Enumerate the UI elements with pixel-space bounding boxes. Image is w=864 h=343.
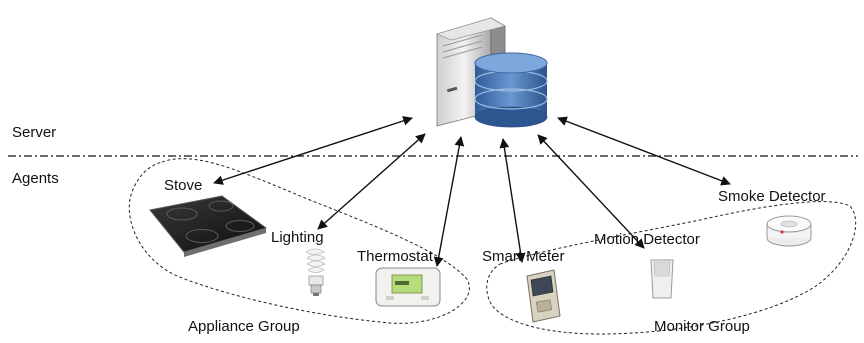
thermostat-label: Thermostat [357, 248, 434, 265]
monitor-group-boundary [486, 201, 857, 335]
smart-meter-label: Smart Meter [482, 248, 565, 265]
server-tier-label: Server [12, 124, 56, 141]
agents-tier-label: Agents [12, 170, 59, 187]
arrow-smoke-detector [557, 116, 731, 186]
monitor-group-label: Monitor Group [654, 318, 750, 335]
appliance-group-label: Appliance Group [188, 318, 300, 335]
thermostat-icon [375, 267, 441, 307]
smoke-detector-icon [766, 215, 812, 247]
appliance-group-boundary [128, 158, 470, 324]
database-icon [474, 52, 548, 128]
smart-meter-icon [526, 269, 561, 323]
arrow-smart-meter [499, 138, 526, 263]
arrow-thermostat [433, 136, 465, 267]
arrow-stove [213, 116, 413, 185]
motion-detector-label: Motion Detector [594, 231, 700, 248]
smoke-detector-label: Smoke Detector [718, 188, 826, 205]
cooktop-icon [149, 195, 268, 257]
arrow-motion-detector [537, 134, 645, 249]
arrow-lighting [317, 133, 426, 230]
lighting-label: Lighting [271, 229, 324, 246]
cfl-bulb-icon [305, 248, 326, 296]
motion-sensor-icon [650, 259, 674, 299]
connection-arrows [213, 116, 731, 267]
stove-label: Stove [164, 177, 202, 194]
